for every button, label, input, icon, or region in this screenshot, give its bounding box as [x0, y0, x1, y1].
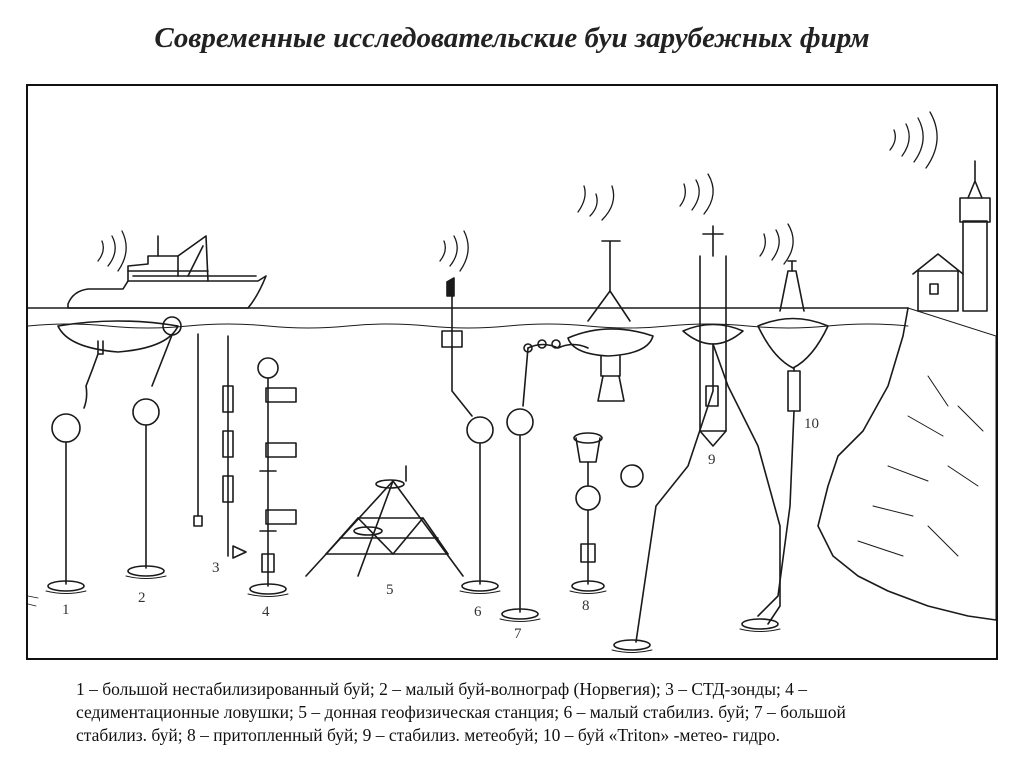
disk-buoy [567, 240, 654, 402]
diagram-frame: 1 2 3 4 5 6 7 8 9 10 [26, 84, 998, 660]
figure-caption: 1 – большой нестабилизированный буй; 2 –… [76, 678, 976, 747]
page-title: Современные исследовательские буи зарубе… [154, 22, 870, 54]
label-1: 1 [62, 602, 70, 618]
buoy-8 [569, 432, 607, 594]
geophysical-station-5 [305, 465, 464, 577]
buoy-10-signal-icon [759, 223, 794, 265]
label-4: 4 [262, 604, 270, 620]
research-ship [67, 235, 267, 309]
disk-buoy-signal-icon [577, 185, 615, 221]
label-5: 5 [386, 582, 394, 598]
buoy-7 [499, 339, 589, 622]
buoy-1 [45, 320, 179, 594]
buoy-6-signal-icon [439, 230, 469, 272]
label-10: 10 [804, 416, 819, 432]
label-2: 2 [138, 590, 146, 606]
caption-line-3: стабилиз. буй; 8 – притопленный буй; 9 –… [76, 725, 780, 745]
ctd-probes-3 [193, 333, 247, 559]
buoys-diagram: 1 2 3 4 5 6 7 8 9 10 [28, 111, 996, 653]
buoy-2 [125, 316, 182, 579]
caption-line-1: 1 – большой нестабилизированный буй; 2 –… [76, 679, 808, 699]
label-3: 3 [212, 560, 220, 576]
lighthouse-signal-icon [889, 111, 938, 169]
buoy-9-signal-icon [679, 173, 714, 215]
sea-waves [28, 323, 909, 329]
label-7: 7 [514, 626, 522, 642]
label-6: 6 [474, 604, 482, 620]
label-8: 8 [582, 598, 590, 614]
lighthouse [912, 160, 991, 312]
buoy-9 [611, 225, 781, 653]
coast-cliff [817, 307, 996, 621]
ship-signal-icon [97, 230, 127, 272]
seabed [28, 595, 39, 607]
buoy-10 [739, 260, 829, 632]
label-9: 9 [708, 452, 716, 468]
sediment-traps-4 [247, 357, 297, 597]
buoy-6 [441, 277, 501, 594]
caption-line-2: седиментационные ловушки; 5 – донная гео… [76, 702, 846, 722]
